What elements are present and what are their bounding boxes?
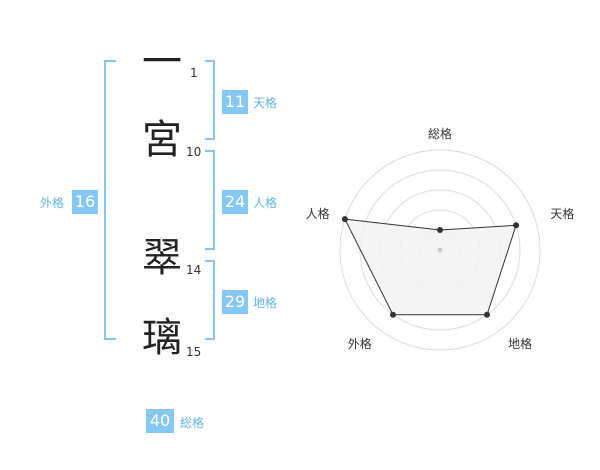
chikaku-value-badge: 29 — [222, 290, 248, 314]
soukaku-value-badge: 40 — [146, 409, 174, 433]
name-char-3: 翠 — [142, 235, 182, 281]
gaikaku-bracket — [104, 60, 116, 340]
jinkaku-label: 人格 — [253, 196, 278, 210]
tenkaku-label: 天格 — [253, 96, 278, 110]
name-char-1: 一 — [142, 39, 182, 85]
radar-point-2 — [513, 222, 520, 229]
name-char-2: 宮 — [142, 117, 182, 163]
radar-area — [344, 218, 517, 316]
name-char-4: 璃 — [142, 315, 182, 361]
stroke-count-2: 10 — [186, 145, 202, 159]
tenkaku-value-badge: 11 — [222, 90, 248, 114]
tenkaku-bracket — [205, 60, 215, 140]
radar-point-5 — [341, 216, 348, 223]
soukaku-label: 総格 — [180, 416, 205, 430]
radar-label-3: 地格 — [508, 336, 532, 351]
radar-point-1 — [437, 227, 443, 233]
radar-point-4 — [389, 311, 396, 318]
radar-label-2: 天格 — [550, 206, 574, 221]
jinkaku-bracket — [205, 150, 215, 250]
chikaku-label: 地格 — [253, 296, 278, 310]
radar-point-3 — [484, 311, 491, 318]
stroke-count-4: 15 — [186, 345, 202, 359]
chikaku-bracket — [205, 260, 215, 340]
radar-label-4: 外格 — [348, 336, 372, 351]
radar-ring-5 — [339, 149, 541, 351]
gaikaku-label: 外格 — [40, 196, 65, 210]
jinkaku-value-badge: 24 — [222, 190, 248, 214]
stroke-count-3: 14 — [186, 263, 202, 277]
gaikaku-value-badge: 16 — [72, 190, 98, 214]
radar-center — [437, 247, 443, 253]
radar-label-1: 総格 — [428, 126, 452, 141]
stroke-count-1: 1 — [190, 66, 198, 80]
radar-shape — [341, 216, 520, 318]
radar-label-5: 人格 — [306, 206, 330, 221]
